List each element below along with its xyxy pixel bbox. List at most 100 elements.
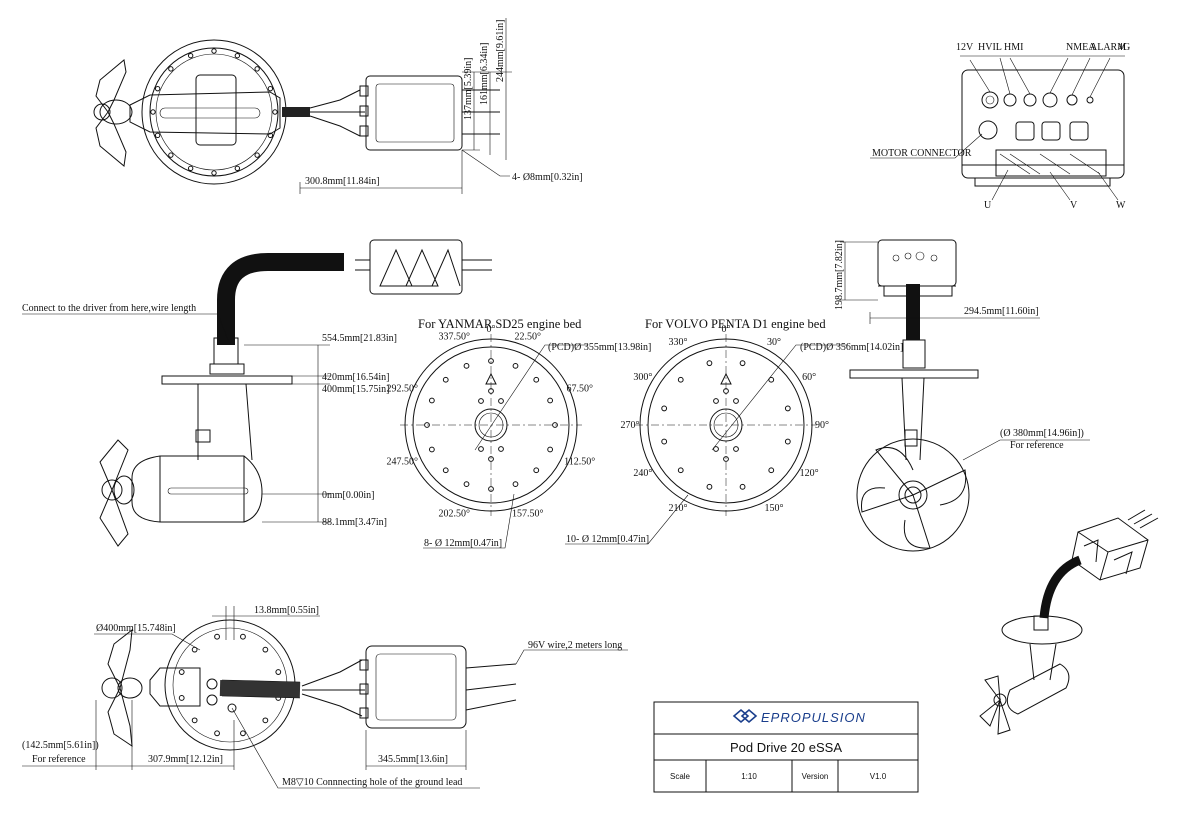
bottom-flange-bolt-hole [240,633,246,640]
side-view: Connect to the driver from here,wire len… [22,239,492,547]
angle-label: 330° [669,337,688,348]
angle-label: 247.50° [387,457,419,468]
top-flange-bolt-hole [234,165,241,172]
yanmar-bolt-hole [533,467,540,474]
top-flange-bolt-hole [187,52,194,59]
bottom-flange-bolt-hole [178,669,185,675]
yanmar-bolt-hole [463,481,470,488]
top-flange-bolt-hole [154,85,161,92]
hub-hole [498,446,504,452]
volvo-bolt-hole [677,467,684,474]
volvo-flange: For VOLVO PENTA D1 engine bed 0°30°60°90… [565,317,903,545]
top-flange-bolt-hole [211,48,217,54]
bottom-flange-bolt-hole [214,730,220,737]
top-flange-bolt-hole [254,152,260,158]
conn-w: W [1116,200,1126,211]
brand-logo [732,708,758,724]
angle-label: 0° [722,324,731,335]
bottom-view: 96V wire,2 meters long 13.8mm[0.55in] Ø4… [22,605,628,789]
front-diameter: (Ø 380mm[14.96in]) [1000,428,1084,439]
title-block: EPROPULSION Pod Drive 20 eSSA Scale 1:10… [653,701,919,793]
conn-nmea: NMEA [1066,42,1096,53]
yanmar-bolt-hole [428,446,435,453]
hub-hole [478,398,484,404]
bottom-dim-345: 345.5mm[13.6in] [378,754,448,765]
yanmar-bolt-hole [512,481,519,488]
yanmar-holes: 8- Ø 12mm[0.47in] [424,538,502,549]
volvo-bolt-hole [677,376,684,383]
volvo-holes: 10- Ø 12mm[0.47in] [566,534,649,545]
front-dim-198: 198.7mm[7.82in] [834,240,845,310]
conn-hvil: HVIL [978,42,1002,53]
angle-label: 292.50° [387,383,419,394]
volvo-bolt-hole [768,467,775,474]
yanmar-bolt-hole [547,446,554,453]
scale-label: Scale [670,772,691,781]
version-label: Version [802,772,829,781]
side-dim-0: 0mm[0.00in] [322,490,375,501]
yanmar-bolt-hole [512,362,519,369]
front-dim-294: 294.5mm[11.60in] [964,306,1039,317]
bottom-flange-bolt-hole [191,717,198,724]
bottom-dim-400: Ø400mm[15.748in] [96,623,176,634]
scale-value: 1:10 [741,772,757,781]
product-name: Pod Drive 20 eSSA [730,740,842,755]
angle-label: 210° [669,503,688,514]
hub-hole [733,446,739,452]
top-holes-note: 4- Ø8mm[0.32in] [512,172,583,183]
top-dim-300: 300.8mm[11.84in] [305,176,380,187]
angle-label: 30° [767,337,781,348]
bottom-dim-142: (142.5mm[5.61in]) [22,740,99,751]
volvo-bolt-hole [739,483,746,490]
volvo-bolt-hole [706,360,713,367]
hub-hole [733,398,739,404]
front-view: 198.7mm[7.82in] 294.5mm[11.60in] (Ø 380m… [834,239,1090,552]
bottom-flange-bolt-hole [262,717,269,724]
bottom-flange-bolt-hole [178,695,185,701]
angle-label: 120° [800,468,819,479]
yanmar-bolt-hole [463,362,470,369]
yanmar-flange: For YANMAR SD25 engine bed 0° 22.50° 67.50… [387,317,652,549]
conn-hmi: HMI [1004,42,1023,53]
conn-v: V [1070,200,1078,211]
bottom-flange-bolt-hole [240,730,246,737]
angle-label: 0° [487,324,496,335]
angle-label: 337.50° [439,331,471,342]
yanmar-bolt-hole [428,397,435,404]
angle-label: 300° [633,372,652,383]
top-flange-bolt-hole [168,152,174,158]
volvo-bolt-hole [768,376,775,383]
top-dim-137: 137mm[5.39in] [463,58,474,121]
hub-hole [488,388,494,394]
version-value: V1.0 [870,772,887,781]
side-dim-554: 554.5mm[21.83in] [322,333,397,344]
bottom-wire: 96V wire,2 meters long [528,640,622,651]
yanmar-bolt-hole [442,376,449,383]
angle-label: 240° [633,468,652,479]
side-dim-400: 400mm[15.75in] [322,384,390,395]
yanmar-bolt-hole [488,486,494,492]
top-flange-bolt-hole [272,109,278,115]
connector-view: 12V HVIL HMI NMEA ALARM 4G MOTOR CONNECT… [870,42,1130,211]
conn-4g: 4G [1118,42,1130,53]
top-flange-bolt-hole [150,109,156,115]
angle-label: 22.50° [514,331,541,342]
hub-hole [488,456,494,462]
hub-hole [723,456,729,462]
yanmar-bolt-hole [552,422,558,428]
yanmar-bolt-hole [533,376,540,383]
top-flange-bolt-hole [267,85,274,92]
top-view: 137mm[5.39in] 161mm[6.34in] 244mm[9.61in… [93,18,583,194]
brand-name: EPROPULSION [761,710,866,725]
hub-hole [713,398,719,404]
top-dim-161: 161mm[6.34in] [479,43,490,106]
angle-label: 150° [765,503,784,514]
yanmar-title: For YANMAR SD25 engine bed [418,317,582,331]
yanmar-bolt-hole [547,397,554,404]
angle-label: 67.50° [566,383,593,394]
top-flange-bolt-hole [267,132,274,139]
front-reference: For reference [1010,440,1064,451]
angle-label: 60° [802,372,816,383]
